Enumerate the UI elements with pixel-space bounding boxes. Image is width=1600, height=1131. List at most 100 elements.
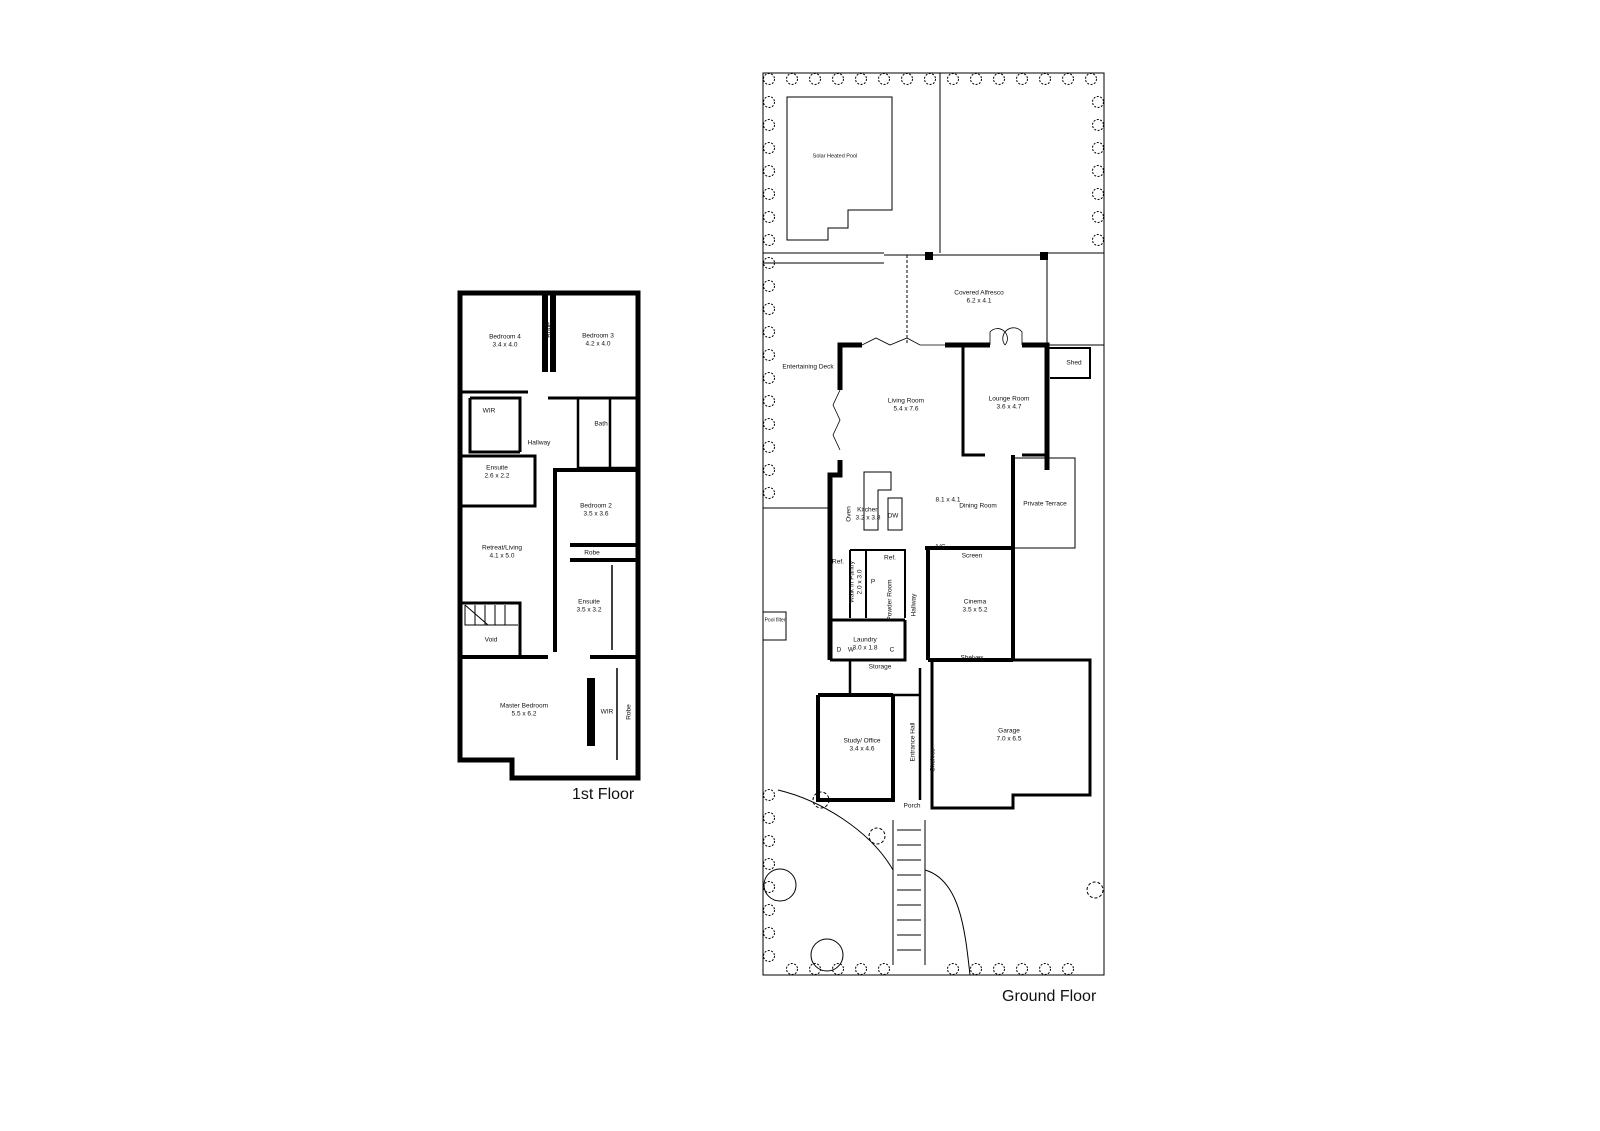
room-void: Void [485,636,498,644]
tree-icon [1092,165,1104,177]
room-name: Ref. [832,558,844,566]
stairs-first-floor [464,604,518,626]
room-name: Walk In Pantry [848,560,856,604]
garage-shelves-label: Shelves [929,748,937,771]
tree-icon [1092,119,1104,131]
ground-floor-walls [816,252,1104,810]
tree-icon [763,326,775,338]
tree-icon [763,188,775,200]
tree-icon [763,234,775,246]
trees [763,73,1104,975]
room-name: Entertaining Deck [782,363,834,371]
tree-icon [763,904,775,916]
room-hallway: Hallway [910,594,918,617]
tree-icon [1092,234,1104,246]
room-master-robe: Robe [625,704,633,720]
tree-icon [832,73,844,85]
room-open-plan-dims: 8.1 x 4.1 [936,496,961,504]
room-dining-room: Dining Room [959,502,997,510]
cupboard-label: C [890,646,895,654]
tree-icon [809,963,821,975]
tree-icon [1016,73,1028,85]
tree-icon [1039,963,1051,975]
fridge-label-2: Ref. [884,554,896,562]
room-name: WIR [600,708,614,716]
room-hallway: Hallway [528,439,551,447]
tree-icon [1085,73,1097,85]
room-name: Screen [961,552,983,560]
screen-label: Screen [962,552,983,560]
ac-label: A/C [935,543,946,551]
tree-icon [763,789,775,801]
tree-icon [786,73,798,85]
tree-icon [993,73,1005,85]
room-name: Shelves [960,654,984,662]
tree-icon [763,418,775,430]
tree-icon [763,73,775,85]
room-name: Master Bedroom [499,702,549,710]
tree-icon [1092,142,1104,154]
room-name: Cinema [963,598,987,606]
room-name: Void [484,636,498,644]
tree-icon [970,73,982,85]
room-name: Pool filter [764,617,786,624]
tree-icon [763,950,775,962]
room-dims: 3.6 x 4.7 [996,403,1022,410]
room-name: Hallway [910,593,918,617]
room-name: Study/ Office [843,737,881,745]
room-entertaining-deck: Entertaining Deck [782,363,833,371]
dryer-label: D [837,646,842,654]
cinema-shelves-label: Shelves [960,654,983,662]
room-name: Ensuite [578,598,600,606]
room-name: Bedroom 3 [582,332,614,340]
tree-icon [763,858,775,870]
doors [832,327,1023,451]
tree-icon [763,257,775,269]
room-master-wir: WIR [601,708,614,716]
tree-icon [1062,73,1074,85]
room-name: Private Terrace [1023,500,1067,508]
room-private-terrace: Private Terrace [1023,500,1067,508]
room-robe: Robe [545,322,553,338]
pantry-p-label: P [871,578,875,586]
room-name: Oven [845,506,853,522]
ground-floor-title: Ground Floor [1002,988,1097,1005]
room-name: Robe [584,549,600,557]
room-name: Ref. [884,554,896,562]
room-entrance-hall: Entrance Hall [909,722,917,761]
tree-icon [901,73,913,85]
room-name: Storage [868,663,892,671]
room-name: C [889,646,895,654]
room-name: DW [887,512,899,520]
room-pool: Solar Heated Pool [813,153,858,161]
tree-icon [832,963,844,975]
room-dims: 3.0 x 1.8 [852,644,878,651]
tree-icon [878,73,890,85]
room-name: A/C [934,543,946,551]
tree-icon [1092,96,1104,108]
room-name: Bedroom 2 [580,502,612,510]
room-dims: 4.1 x 5.0 [489,552,515,559]
room-dims: 3.5 x 3.6 [583,510,609,517]
tree-icon [855,963,867,975]
room-dims: 8.1 x 4.1 [935,496,961,504]
tree-icon [947,963,959,975]
tree-icon [855,73,867,85]
room-name: Retreat/Living [481,544,523,552]
room-name: Bedroom 4 [489,333,521,341]
room-name: Bath [594,420,608,428]
tree-icon [786,963,798,975]
room-name: P [870,578,876,586]
room-dims: 6.2 x 4.1 [966,297,992,304]
room-shed: Shed [1066,359,1081,367]
tree-icon [763,487,775,499]
first-floor-title: 1st Floor [572,786,635,803]
tree-icon [924,73,936,85]
